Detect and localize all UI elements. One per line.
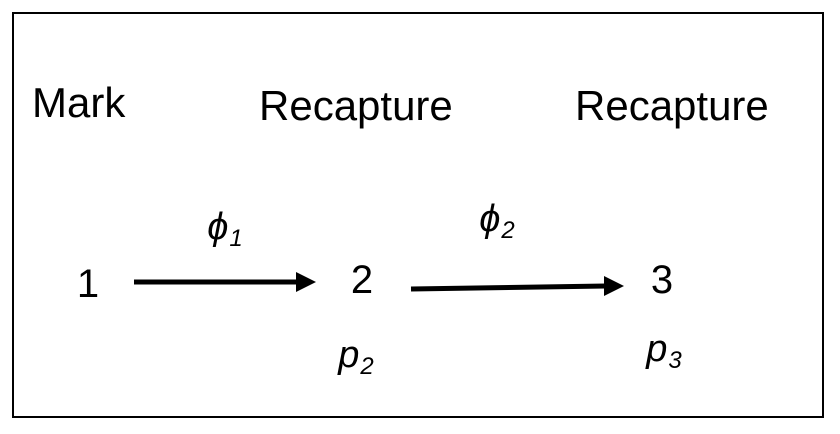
- detection-label-2: p2: [338, 334, 374, 378]
- occasion-2: 2: [350, 258, 374, 302]
- heading-mark: Mark: [32, 79, 126, 126]
- arrow-2-to-3: [410, 276, 624, 296]
- occasion-3: 3: [650, 258, 674, 302]
- heading-recapture-2: Recapture: [575, 82, 769, 129]
- transition-label-2: ϕ2: [479, 198, 515, 242]
- transition-label-1: ϕ1: [207, 206, 243, 250]
- phi-symbol: ϕ: [479, 198, 501, 240]
- p-symbol: p: [646, 328, 668, 370]
- p-subscript: 3: [668, 346, 682, 374]
- diagram-frame: [12, 12, 824, 418]
- p-symbol: p: [338, 334, 360, 376]
- heading-recapture-1: Recapture: [259, 82, 453, 129]
- detection-label-3: p3: [646, 328, 682, 372]
- phi-subscript: 1: [229, 224, 243, 252]
- phi-symbol: ϕ: [207, 206, 229, 248]
- p-subscript: 2: [360, 352, 374, 380]
- arrow-1-to-2: [134, 272, 316, 292]
- occasion-1: 1: [76, 262, 100, 306]
- phi-subscript: 2: [501, 216, 515, 244]
